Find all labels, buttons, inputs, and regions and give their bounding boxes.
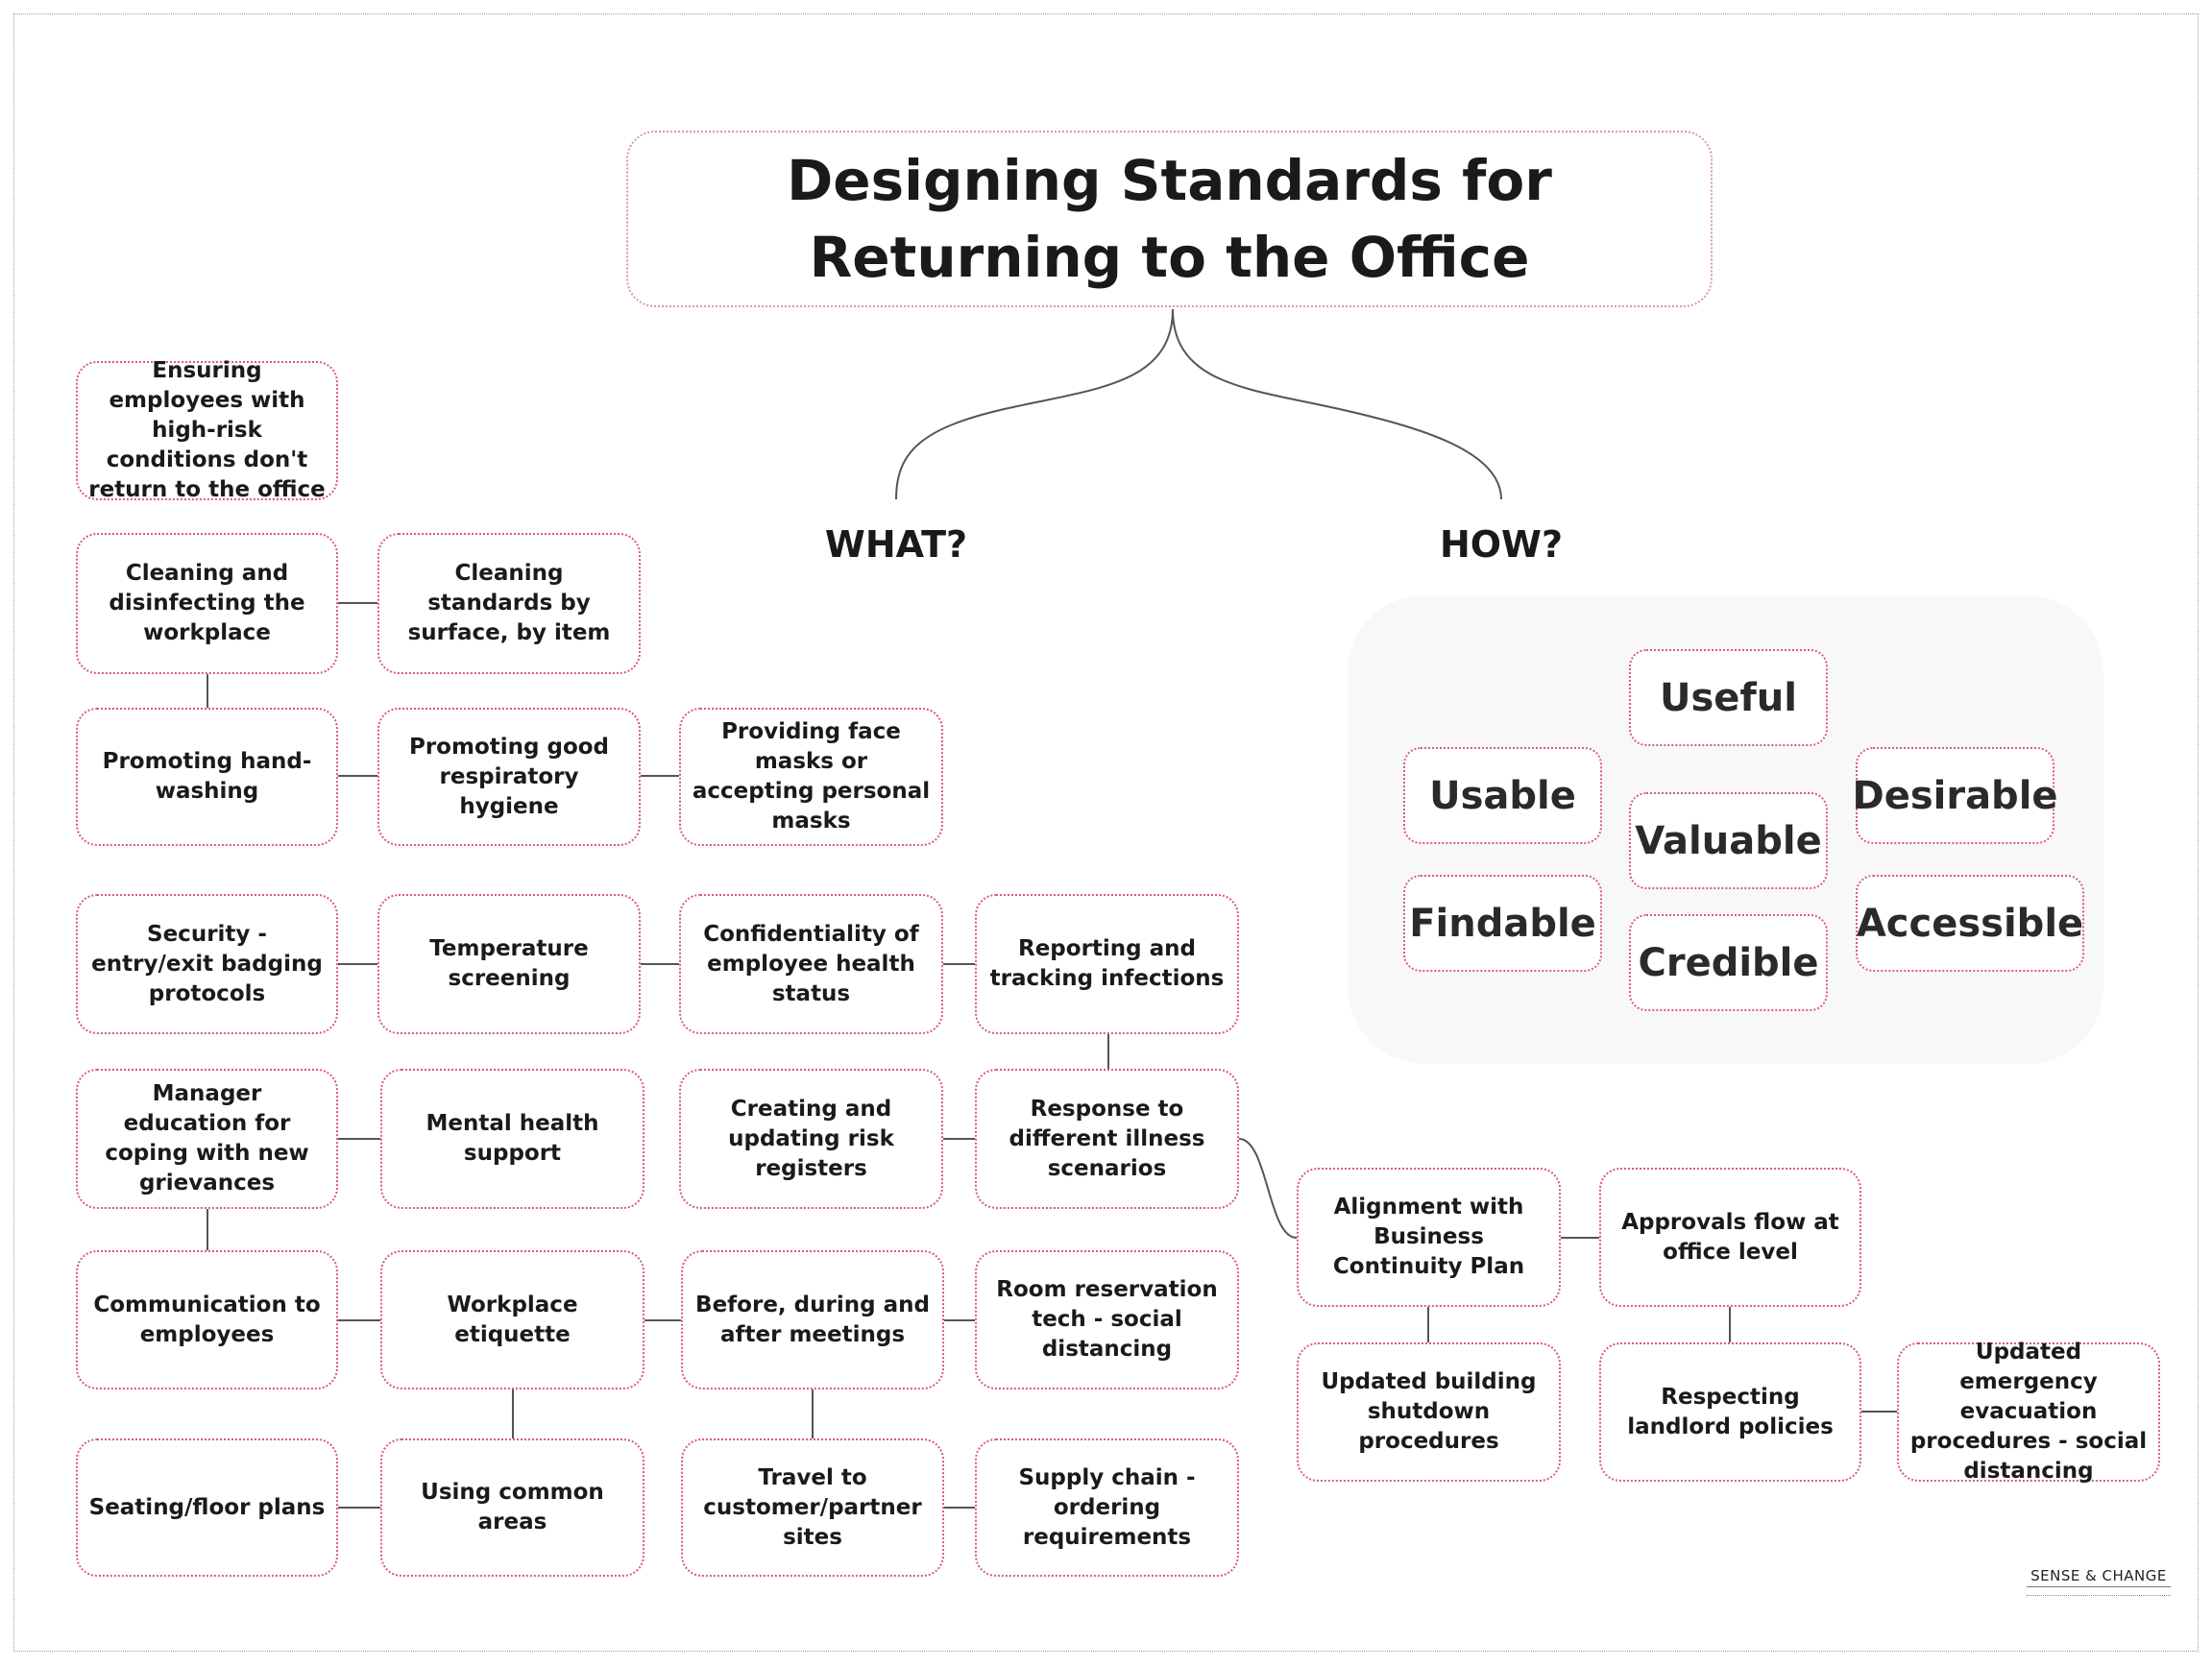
diagram-title: Designing Standards for Returning to the…: [626, 131, 1713, 307]
node-connectors: [207, 602, 1897, 1509]
what-label: WHAT?: [824, 523, 968, 566]
brace-left: [895, 308, 1174, 500]
node-reporting: Reporting and tracking infections: [975, 894, 1239, 1034]
node-cleaning-standards: Cleaning standards by surface, by item: [377, 533, 641, 674]
diagram-frame: [13, 13, 2199, 1652]
node-common-areas: Using common areas: [380, 1438, 644, 1577]
node-security: Security - entry/exit badging protocols: [76, 894, 338, 1034]
node-respiratory: Promoting good respiratory hygiene: [377, 708, 641, 846]
node-mental-health: Mental health support: [380, 1069, 644, 1209]
quality-desirable: Desirable: [1852, 747, 2058, 844]
node-etiquette: Workplace etiquette: [380, 1250, 644, 1389]
node-shutdown: Updated building shutdown procedures: [1297, 1342, 1561, 1482]
logo-text: SENSE & CHANGE: [2027, 1567, 2171, 1587]
quality-findable: Findable: [1403, 875, 1602, 972]
node-evacuation: Updated emergency evacuation procedures …: [1897, 1340, 2160, 1484]
quality-credible: Credible: [1629, 914, 1828, 1011]
node-manager-education: Manager education for coping with new gr…: [76, 1069, 338, 1209]
node-bcp-alignment: Alignment with Business Continuity Plan: [1297, 1168, 1561, 1307]
node-travel: Travel to customer/partner sites: [681, 1438, 944, 1577]
node-approvals: Approvals flow at office level: [1599, 1168, 1861, 1307]
how-label: HOW?: [1439, 523, 1564, 566]
node-illness-response: Response to different illness scenarios: [975, 1069, 1239, 1209]
node-confidentiality: Confidentiality of employee health statu…: [679, 894, 943, 1034]
node-landlord: Respecting landlord policies: [1599, 1342, 1861, 1482]
title-line-2: Returning to the Office: [809, 225, 1530, 290]
title-line-1: Designing Standards for: [787, 148, 1552, 213]
node-hand-washing: Promoting hand-washing: [76, 708, 338, 846]
node-risk-registers: Creating and updating risk registers: [679, 1069, 943, 1209]
connector-illness-to-bcp: [1238, 1138, 1298, 1239]
brace-right: [1172, 308, 1502, 500]
node-cleaning: Cleaning and disinfecting the workplace: [76, 533, 338, 674]
node-temperature: Temperature screening: [377, 894, 641, 1034]
quality-usable: Usable: [1403, 747, 1602, 844]
sense-change-logo: SENSE & CHANGE: [2022, 1567, 2176, 1598]
node-room-reservation: Room reservation tech - social distancin…: [975, 1250, 1239, 1389]
node-meetings: Before, during and after meetings: [681, 1250, 944, 1389]
node-high-risk: Ensuring employees with high-risk condit…: [76, 358, 338, 502]
node-seating: Seating/floor plans: [76, 1438, 338, 1577]
logo-fineprint: [2027, 1595, 2171, 1598]
node-supply-chain: Supply chain - ordering requirements: [975, 1438, 1239, 1577]
node-communication: Communication to employees: [76, 1250, 338, 1389]
quality-useful: Useful: [1629, 649, 1828, 746]
quality-valuable: Valuable: [1629, 792, 1828, 889]
quality-accessible: Accessible: [1856, 875, 2084, 972]
node-face-masks: Providing face masks or accepting person…: [679, 708, 943, 846]
